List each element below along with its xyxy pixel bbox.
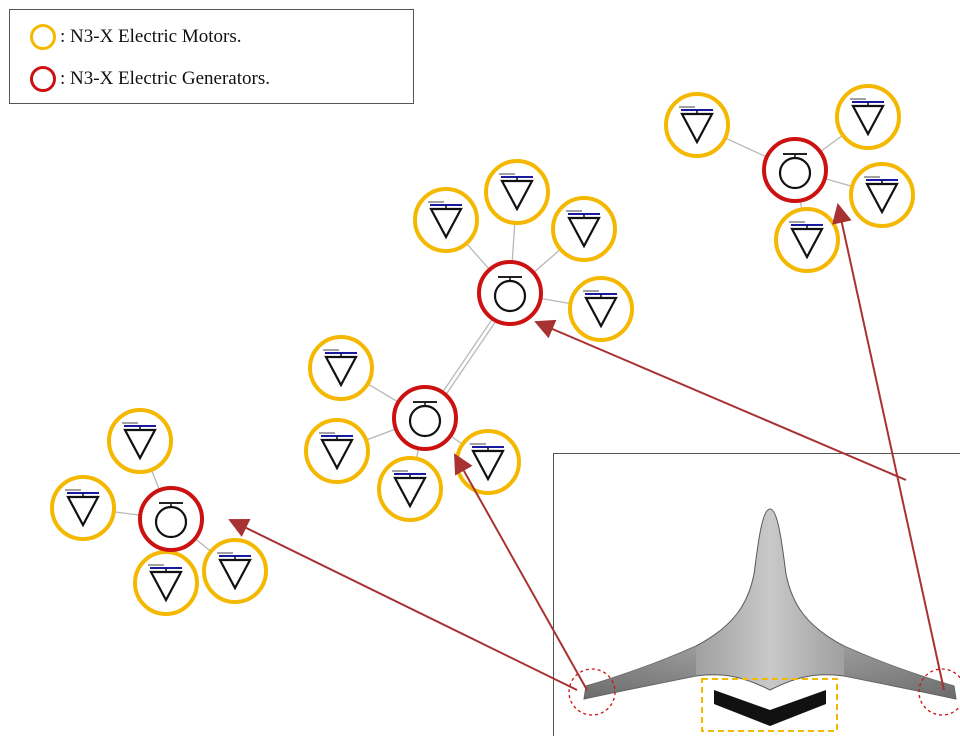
legend-box: : N3-X Electric Motors. : N3-X Electric … [9,9,414,104]
motor-ring [50,475,116,541]
aircraft-illustration [568,508,960,732]
motor-node [774,207,840,273]
motor-ring [133,550,199,616]
motor-node [484,159,550,225]
generator-node [392,385,458,451]
motor-ring-icon [30,24,56,50]
motor-ring [664,92,730,158]
aircraft-inset [553,453,960,736]
motor-ring [377,456,443,522]
pointer-arrow [228,518,578,691]
pointer-arrow [454,453,588,691]
legend-generator-entry: : N3-X Electric Generators. [30,66,270,92]
arrows-layer [228,203,945,691]
motor-node [107,408,173,474]
motor-ring [849,162,915,228]
motor-ring [551,196,617,262]
motor-node [849,162,915,228]
motor-node [50,475,116,541]
motor-ring [455,429,521,495]
aircraft-wing-shade-right [844,646,956,699]
generator-ring-icon [30,66,56,92]
aircraft-body [583,508,957,700]
engine-inlet-block [714,690,826,726]
generator-node [138,486,204,552]
pointer-arrow [832,203,945,691]
motor-ring [304,418,370,484]
motor-ring [484,159,550,225]
motor-node [413,187,479,253]
motor-ring [107,408,173,474]
motor-node [202,538,268,604]
legend-motor-entry: : N3-X Electric Motors. [30,24,242,50]
generator-ring [477,260,543,326]
legend-motor-label: : N3-X Electric Motors. [60,26,242,47]
aircraft-wing-shade [584,646,696,699]
motor-node [308,335,374,401]
motor-ring [202,538,268,604]
pointer-arrow [534,319,907,481]
motor-ring [835,84,901,150]
generator-ring [392,385,458,451]
motor-ring [568,276,634,342]
motor-node [377,456,443,522]
generator-node [762,137,828,203]
engine-highlight-box [701,678,838,732]
motor-node [568,276,634,342]
motor-ring [774,207,840,273]
legend-generator-label: : N3-X Electric Generators. [60,68,270,89]
motor-ring [413,187,479,253]
generator-ring [762,137,828,203]
generator-ring [138,486,204,552]
motor-node [304,418,370,484]
motor-node [551,196,617,262]
motor-node [835,84,901,150]
generator-node [477,260,543,326]
motor-node [664,92,730,158]
motor-node [455,429,521,495]
motor-ring [308,335,374,401]
left-wingtip-marker [568,668,616,716]
motor-node [133,550,199,616]
nodes-layer [50,84,915,616]
